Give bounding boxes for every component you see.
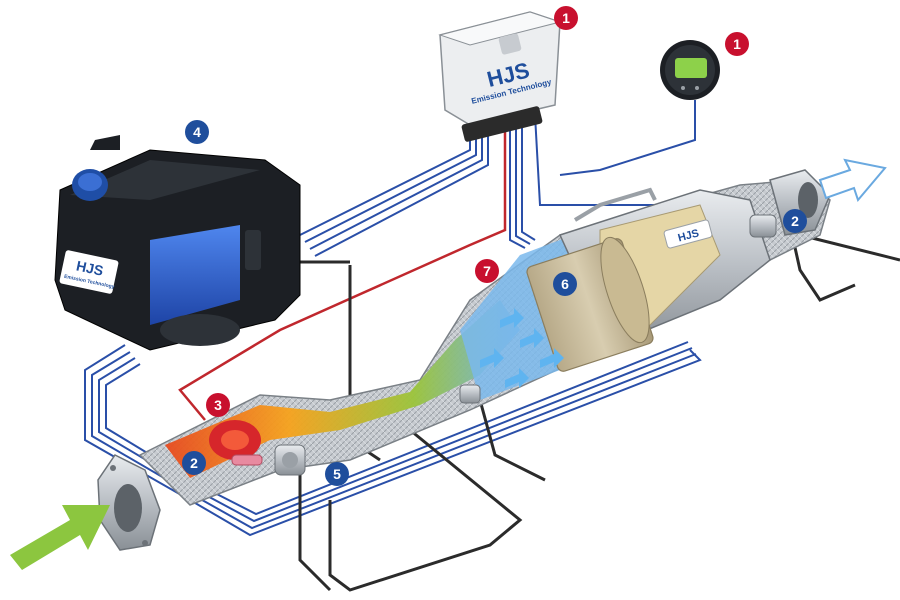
callout-filter: 6 xyxy=(553,272,577,296)
callout-tank-number: 4 xyxy=(193,124,201,140)
sensor-outlet xyxy=(749,214,777,238)
dpf-brand-label: HJS xyxy=(677,227,701,244)
callout-housing-number: 7 xyxy=(483,263,491,279)
tank-fill-window xyxy=(150,225,240,325)
sensor-mid xyxy=(274,444,306,476)
callout-sensor-outlet-number: 2 xyxy=(791,213,799,229)
callout-ecu: 1 xyxy=(554,6,578,30)
callout-display: 1 xyxy=(725,32,749,56)
additive-tank: HJS Emission Technology xyxy=(54,135,301,351)
callout-sensor-mid-number: 5 xyxy=(333,466,341,482)
flow-arrows-blue xyxy=(480,308,564,388)
display-screen xyxy=(675,58,707,78)
callout-filter-number: 6 xyxy=(561,276,569,292)
driver-display-unit xyxy=(660,40,720,100)
callout-sensor-outlet: 2 xyxy=(783,209,807,233)
callout-sensor-inlet-number: 2 xyxy=(190,455,198,471)
dpf-canister: HJS xyxy=(526,187,771,372)
callout-sensor-mid: 5 xyxy=(325,462,349,486)
callout-housing: 7 xyxy=(475,259,499,283)
callout-display-number: 1 xyxy=(733,36,741,52)
outlet-flow-arrow-icon xyxy=(818,158,887,203)
callout-tank: 4 xyxy=(185,120,209,144)
dosing-unit xyxy=(209,420,263,466)
callout-sensor-inlet: 2 xyxy=(182,451,206,475)
tank-brand-label: HJS xyxy=(75,257,105,278)
callout-ecu-number: 1 xyxy=(562,10,570,26)
inlet-flange xyxy=(97,454,161,551)
callout-dosing-unit: 3 xyxy=(206,393,230,417)
sensor-filter xyxy=(459,384,481,404)
callout-dosing-unit-number: 3 xyxy=(214,397,222,413)
control-unit-ecu: HJS Emission Technology xyxy=(438,11,562,142)
wiring-harness-red xyxy=(178,120,507,421)
inlet-flow-arrow-icon xyxy=(10,505,110,570)
